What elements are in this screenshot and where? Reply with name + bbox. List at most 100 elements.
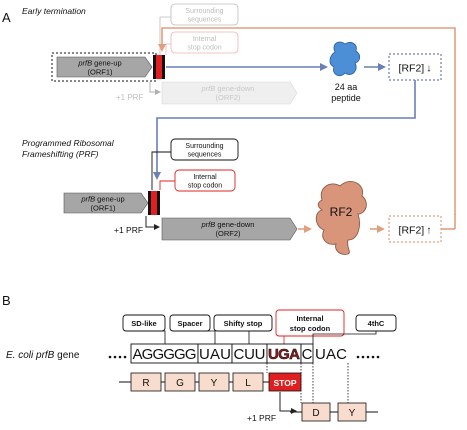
fourth-seq-box <box>300 343 314 364</box>
gene-label: E. coli prfB gene <box>6 350 80 361</box>
frame1-aa-label-0: D <box>312 408 319 419</box>
early-internal-connector <box>165 43 171 55</box>
frame1-aa-box-0 <box>301 402 331 422</box>
region-label-text-3-1: stop codon <box>290 324 331 333</box>
prf-surrounding-connector <box>151 151 171 190</box>
early-surrounding-line2: sequences <box>188 17 222 24</box>
early-internal-line1: Internal <box>193 36 217 43</box>
panelb-prf-arrow <box>279 392 297 414</box>
prf-prf-arrow <box>145 216 160 230</box>
aa-label-1: G <box>176 378 184 389</box>
prf-gene-down-suffix: gene-down <box>215 220 254 229</box>
prf-gene-up-suffix: gene-up <box>95 195 125 204</box>
trail-seq-text: UAC <box>315 346 347 363</box>
frame1-aa-box-1 <box>337 402 367 422</box>
region-connector-0 <box>144 330 166 344</box>
prf-gene-down-line1: prfB gene-down <box>201 220 255 229</box>
aa-box-l <box>232 372 264 392</box>
region-label-text-2-0: Shifty stop <box>224 319 263 328</box>
early-gene-down-suffix: gene-down <box>215 84 254 93</box>
aa-box-y <box>198 372 230 392</box>
spacer-seq-text: UAU <box>199 346 231 363</box>
panelb-prf-label: +1 PRF <box>247 413 276 423</box>
prf-gene-down-line2: (ORF2) <box>216 229 242 238</box>
prf-gene-down-prfb: prfB <box>201 220 216 229</box>
prf-title-line1: Programmed Ribosomal <box>22 138 115 148</box>
rf2-down-text: [RF2]↓ <box>399 63 432 75</box>
frame1-aa-label-1: Y <box>349 408 356 419</box>
prf-surrounding-box <box>170 138 239 161</box>
region-label-text-4-0: 4thC <box>368 319 385 328</box>
prf-surrounding-line1: Surrounding <box>185 143 223 150</box>
prf-gene-up-line1: prfB gene-up <box>80 195 124 204</box>
early-internal-line2: stop codon <box>187 45 221 52</box>
prf-gene-up-arrow <box>63 192 149 214</box>
peptide-label-line1: 24 aa <box>335 82 358 92</box>
early-stop-red <box>156 55 162 79</box>
early-termination-title: Early termination <box>22 6 86 16</box>
early-gene-up-line1: prfB gene-up <box>77 59 121 68</box>
rf2-protein-icon <box>315 181 367 255</box>
rf2-up-arrow: ↑ <box>426 225 431 237</box>
prf-surrounding-line2: sequences <box>188 152 222 159</box>
prf-title-line2: Frameshifting (PRF) <box>22 149 99 159</box>
stop-seq-text: UGA <box>268 346 300 363</box>
region-connector-3 <box>283 335 310 344</box>
orange-feedback-loop <box>158 27 456 215</box>
trailing-dots <box>356 355 380 359</box>
rf2-down-level: [RF2] <box>399 63 425 75</box>
early-surrounding-line1: Surrounding <box>185 8 223 15</box>
peptide-label-line2: peptide <box>331 93 361 103</box>
early-gene-down-line1: prfB gene-down <box>201 84 255 93</box>
stop-codon-label: STOP <box>274 378 297 388</box>
early-surrounding-connector <box>159 16 171 55</box>
peptide-icon <box>329 41 361 76</box>
aa-box-r <box>130 372 162 392</box>
fourth-seq-text: C <box>302 346 313 363</box>
prf-internal-connector <box>159 180 175 190</box>
prf-gene-down-arrow <box>161 217 298 241</box>
prf-stop-red <box>151 191 157 215</box>
leading-dots <box>108 355 127 359</box>
rf2-down-arrow: ↓ <box>426 63 431 75</box>
region-label-text-3-0: Internal <box>296 314 323 323</box>
early-gene-up-arrow <box>56 56 153 78</box>
region-connectors <box>144 330 377 344</box>
prf-internal-line1: Internal <box>193 174 217 181</box>
early-internal-box <box>170 31 239 54</box>
shifty-seq-text: CUU <box>234 346 266 363</box>
prf-internal-box <box>174 169 236 192</box>
prf-internal-line2: stop codon <box>188 183 222 190</box>
early-gene-up-suffix: gene-up <box>92 59 122 68</box>
aa-label-2: Y <box>211 378 218 389</box>
gene-label-suffix: gene <box>54 350 79 361</box>
early-gene-down-prfb: prfB <box>201 84 216 93</box>
aa-label-0: R <box>142 378 149 389</box>
prf-prf-label: +1 PRF <box>114 225 143 235</box>
prf-gene-up-line2: (ORF1) <box>91 204 117 213</box>
sd-seq-text: AGGGGG <box>133 346 197 363</box>
gene-label-name: E. coli prfB <box>6 350 55 361</box>
panel-a-label: A <box>2 10 11 25</box>
aa-label-3: L <box>245 378 251 389</box>
early-prf-arrow <box>149 82 161 95</box>
early-prf-label: +1 PRF <box>116 93 143 102</box>
rf2-up-level: [RF2] <box>399 225 425 237</box>
panel-b-label: B <box>2 293 11 308</box>
region-connector-1 <box>190 330 216 344</box>
early-surrounding-box <box>170 3 239 26</box>
rf2-up-text: [RF2]↑ <box>399 225 432 237</box>
early-gene-up-prfb: prfB <box>77 59 92 68</box>
region-connector-2 <box>243 330 250 344</box>
region-connector-4 <box>312 331 377 344</box>
aa-box-g <box>164 372 196 392</box>
rf2-up-box <box>388 215 442 243</box>
blue-feedback-loop <box>153 80 416 180</box>
early-gene-down-arrow <box>161 81 298 105</box>
region-label-text-1-0: Spacer <box>177 319 202 328</box>
rf2-protein-label: RF2 <box>330 205 353 219</box>
